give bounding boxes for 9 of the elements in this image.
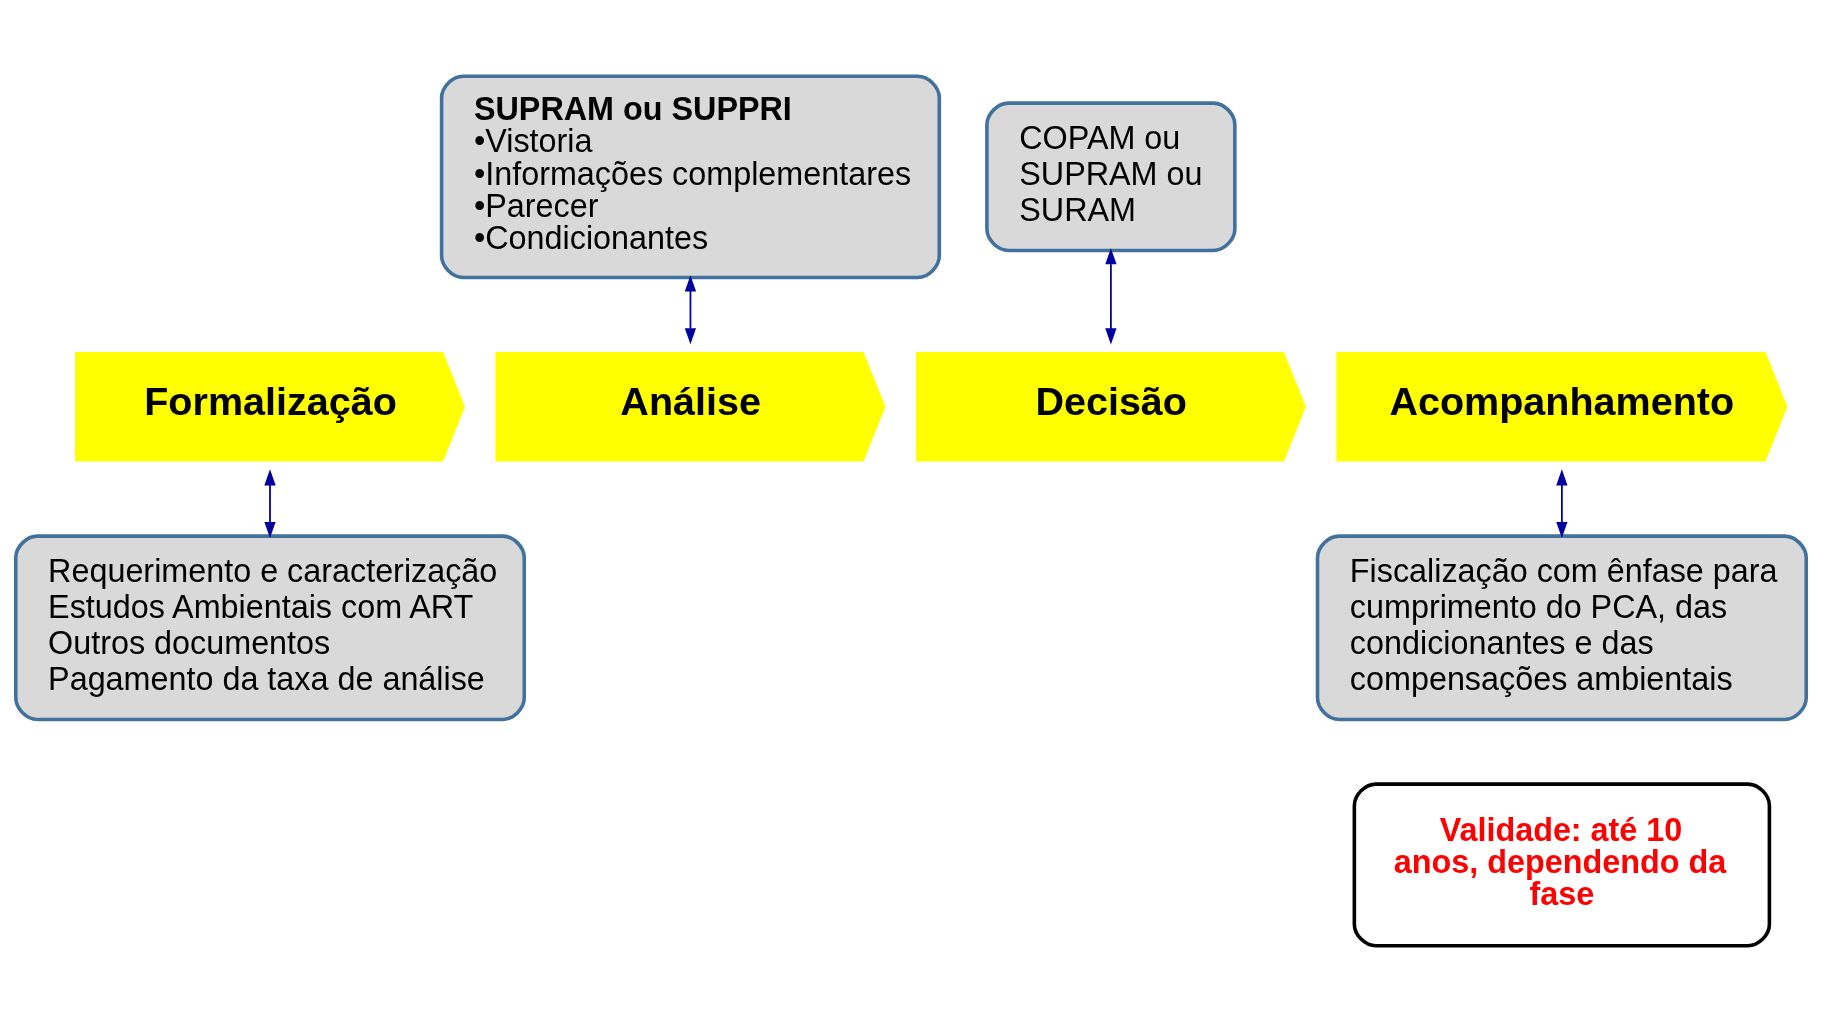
node-box: Validade: até 10 anos, dependendo da fase [1352,782,1772,948]
arrow [1105,248,1117,345]
node-box: Requerimento e caracterização Estudos Ambientais com ART Outros documentos Pagamento da taxa de análise [13,534,527,722]
arrow [1556,469,1568,539]
node-box: COPAM ou SUPRAM ou SURAM [985,101,1237,253]
arrow [264,469,276,539]
arrow [684,275,697,345]
node-box: SUPRAM ou SUPPRI •Vistoria •Informações complementares •Parecer •Condicionantes [439,74,942,280]
node-box: Fiscalização com ênfase para cumprimento do PCA, das condicionantes e das compensações ambientais [1315,534,1809,722]
